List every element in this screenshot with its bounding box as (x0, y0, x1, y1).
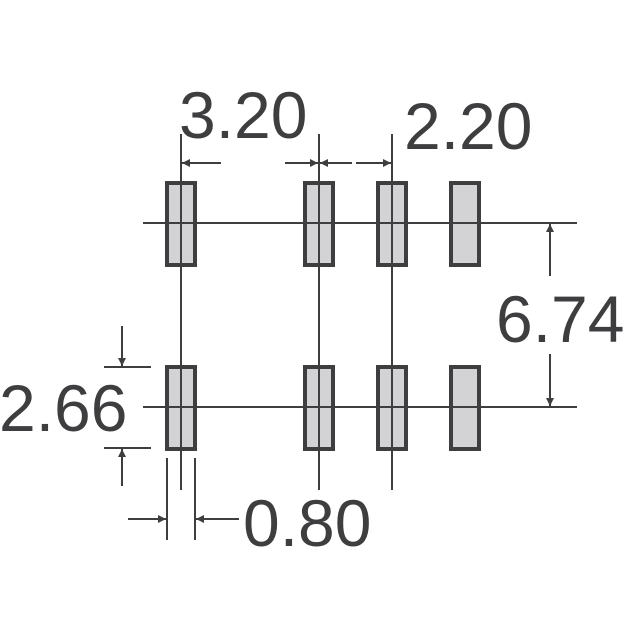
dimension-label-pad-width: 0.80 (243, 486, 371, 560)
dimension-label-pad-length: 2.66 (0, 371, 127, 445)
dimension-label-pitch-wide: 3.20 (179, 78, 307, 152)
dimension-label-pitch-narrow: 2.20 (404, 89, 532, 163)
dimension-label-row-spacing: 6.74 (496, 282, 624, 356)
